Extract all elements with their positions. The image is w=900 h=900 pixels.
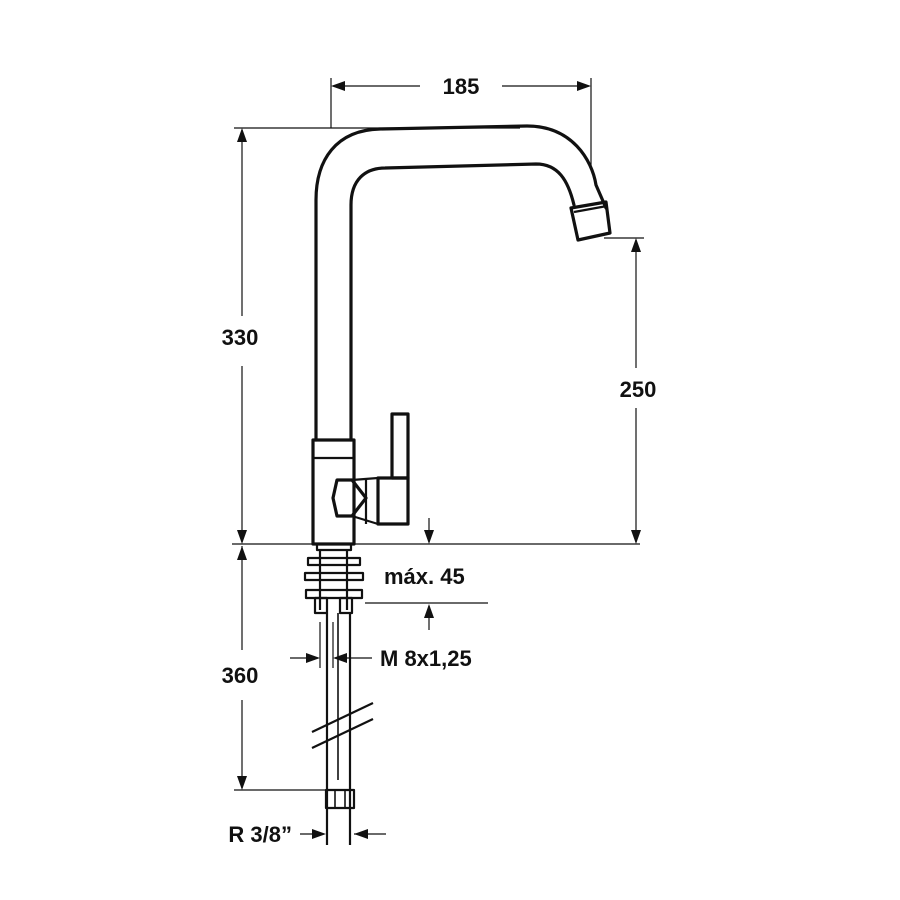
nut-lower <box>304 588 364 600</box>
spout-outer-edge <box>314 124 608 442</box>
washer-1 <box>306 556 362 567</box>
dimension-330 <box>234 127 520 544</box>
spout-aerator <box>569 200 612 242</box>
dimension-360 <box>234 546 326 791</box>
stud-tip-left <box>313 596 329 615</box>
label-r38: R 3/8” <box>228 822 292 847</box>
lever-handle <box>390 412 410 480</box>
washer-2 <box>303 571 365 582</box>
dimension-250 <box>604 237 644 544</box>
hose-fitting <box>324 788 356 810</box>
faucet-outline <box>303 124 612 845</box>
label-360: 360 <box>222 663 259 688</box>
dimension-r38 <box>300 829 386 839</box>
dimension-185 <box>330 78 592 168</box>
dimension-max-45 <box>365 518 488 630</box>
label-185: 185 <box>443 74 480 99</box>
stud-tip-right <box>338 596 354 615</box>
handle-cartridge <box>376 476 410 526</box>
aerator-line <box>573 204 608 214</box>
dimension-thread <box>290 622 372 668</box>
cartridge-connector-top <box>351 476 379 482</box>
label-thread: M 8x1,25 <box>380 646 472 671</box>
cartridge-connector-bottom <box>351 514 379 526</box>
base-plate <box>315 542 353 552</box>
break-line-2 <box>311 718 374 749</box>
handle-joint <box>331 478 368 518</box>
break-line-1 <box>311 702 374 733</box>
label-250: 250 <box>620 377 657 402</box>
label-330: 330 <box>222 325 259 350</box>
spout-inner-edge <box>349 162 576 442</box>
label-max-45: máx. 45 <box>384 564 465 589</box>
